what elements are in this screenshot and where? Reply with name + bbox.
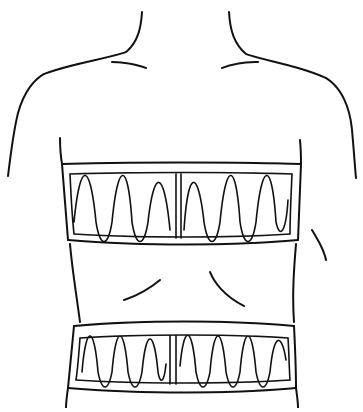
- right-rib-line: [210, 272, 244, 306]
- right-torso-side: [293, 244, 296, 322]
- waist-band-inner-right: [288, 338, 290, 380]
- left-armpit-line: [60, 138, 62, 164]
- chest-band-wave-right: [184, 176, 288, 242]
- waist-band-inner-top: [80, 335, 288, 338]
- waist-band-inner-left: [76, 338, 80, 380]
- chest-band-inner-left: [70, 174, 74, 234]
- neck-right-line: [229, 12, 326, 78]
- chest-band-left-edge: [62, 164, 68, 240]
- right-armpit-line: [300, 140, 301, 164]
- chest-band-top-edge: [62, 163, 301, 165]
- chest-band-right-edge: [298, 164, 301, 240]
- waist-band-right-edge: [294, 326, 296, 388]
- right-arm-outline: [326, 78, 356, 178]
- waist-band-bottom-edge: [68, 388, 296, 393]
- right-hip-line: [296, 388, 298, 408]
- waist-band-wave-left: [82, 336, 166, 387]
- left-rib-line: [124, 280, 160, 300]
- chest-band-wave-left: [74, 176, 170, 242]
- left-hip-line: [66, 388, 68, 408]
- waist-band: [68, 322, 296, 393]
- right-arm-lower: [312, 230, 326, 260]
- chest-band: [62, 163, 301, 245]
- waist-band-top-edge: [74, 322, 294, 327]
- chest-band-inner-right: [290, 174, 292, 234]
- right-collarbone: [222, 62, 258, 68]
- neck-left-line: [44, 12, 142, 74]
- left-torso-side: [70, 244, 80, 322]
- left-arm-outline: [8, 74, 44, 176]
- left-collarbone: [112, 62, 146, 68]
- waist-band-left-edge: [68, 326, 74, 388]
- waist-band-wave-right: [180, 335, 286, 387]
- chest-band-inner-bottom: [74, 234, 290, 237]
